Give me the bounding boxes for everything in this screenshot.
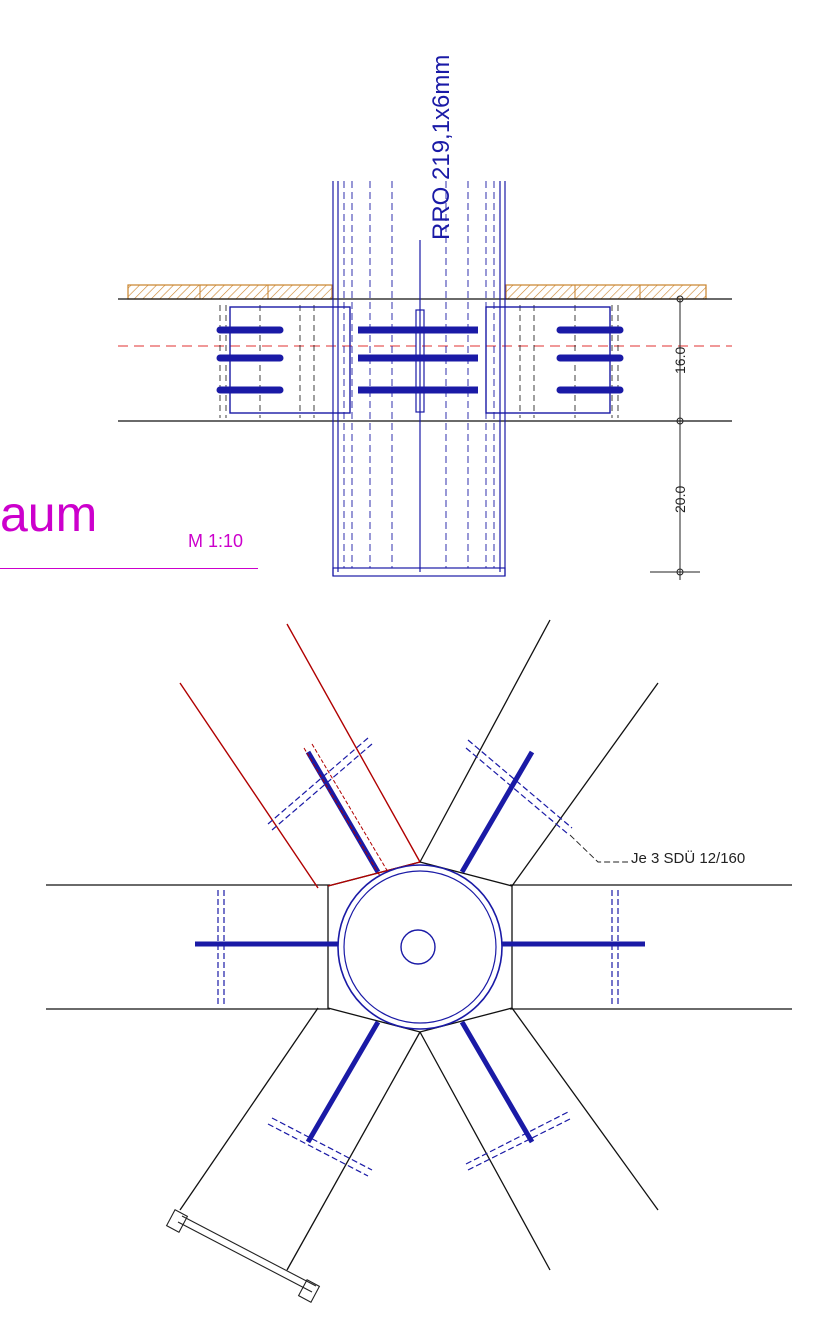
connector-leader [569, 834, 628, 863]
drawing-scale: M 1:10 [188, 531, 244, 551]
dimension-upper: 16.0 [672, 346, 688, 374]
hexagon-core [327, 861, 513, 1033]
drawing-title: aum [0, 486, 98, 542]
hidden-lines-left [219, 305, 315, 418]
beam-upper-right [419, 619, 659, 887]
column-tube-outer [337, 864, 503, 1030]
title-underline [0, 568, 258, 569]
decking-left [127, 284, 333, 300]
dowel-rows [217, 737, 619, 1177]
plan-view [46, 619, 792, 1303]
tension-bolt [165, 1209, 321, 1303]
dimension-lower: 20.0 [672, 485, 688, 513]
column-center [400, 929, 436, 965]
beam-lower-right [419, 1007, 659, 1271]
section-view [118, 181, 732, 580]
dimension-line [650, 295, 700, 580]
connector-note: Je 3 SDÜ 12/160 [631, 850, 746, 867]
steel-column [332, 181, 506, 577]
beam-upper-left [179, 623, 421, 889]
dowels-left [216, 326, 284, 394]
beam-left [46, 884, 330, 1010]
beam-lower-left [179, 1007, 421, 1271]
steel-column-hidden [343, 181, 495, 568]
dowels-right [556, 326, 624, 394]
column-tube-inner [343, 870, 497, 1024]
fin-plate [415, 309, 425, 413]
profile-label: RRO 219,1x6mm [428, 54, 455, 240]
decking-right [505, 284, 707, 300]
fin-plates [195, 750, 645, 1144]
hidden-lines-right [519, 305, 619, 418]
beam-right [510, 884, 792, 1010]
dowels-center [358, 326, 478, 394]
red-beam-screw [303, 743, 389, 877]
